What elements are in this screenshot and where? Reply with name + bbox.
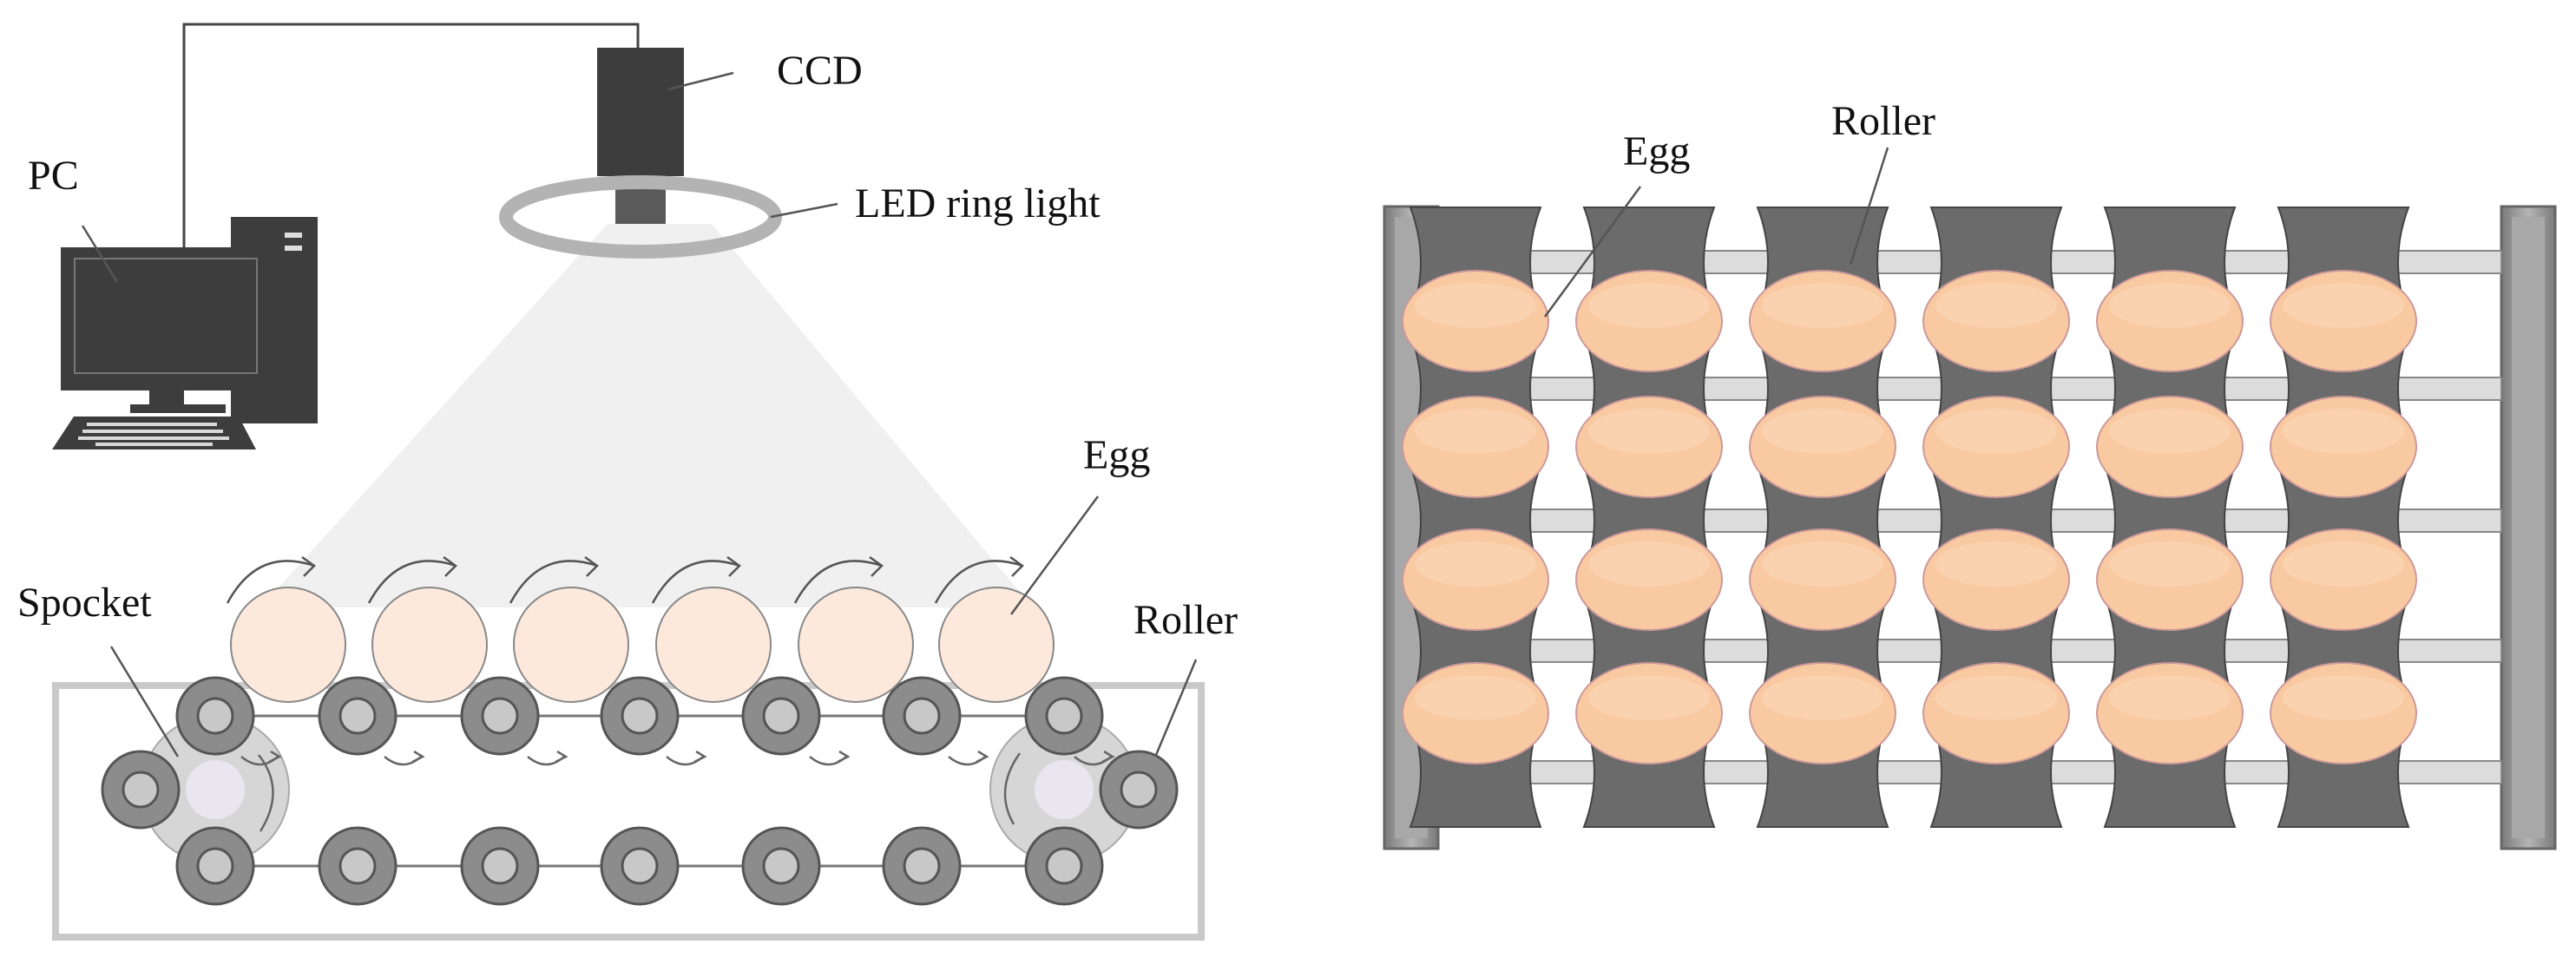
rail-right [2500,205,2557,850]
roller [882,826,962,906]
label-pc: PC [28,153,79,199]
egg-rotation-arrows [226,555,1024,604]
egg [2096,270,2244,372]
camera-cable [182,23,640,334]
egg [1749,528,1896,631]
label-ccd: CCD [777,48,863,94]
egg [2270,270,2417,372]
egg-rotation-arrow-head [301,555,316,577]
egg-rotation-arrow [509,560,598,604]
rotation-arrow-head [693,750,707,764]
egg [1749,396,1896,498]
egg [655,587,772,703]
egg [1402,270,1549,372]
leader-egg-right [1543,186,1642,318]
roller [1099,750,1179,830]
egg-rotation-arrow [934,560,1023,604]
egg [1575,396,1723,498]
egg [2096,528,2244,631]
egg [371,587,488,703]
egg-rotation-arrow [367,560,457,604]
roller-egg-grid [1402,207,2502,828]
rotation-arrow-head [555,750,568,764]
egg-rotation-arrow-head [1009,555,1024,577]
egg [1749,662,1896,764]
egg [1922,528,2070,631]
egg [2270,528,2417,631]
roller [600,826,680,906]
roller [741,826,821,906]
light-beam [260,224,1033,607]
roller [460,676,540,756]
egg [1402,396,1549,498]
leader-sprocket [109,646,180,758]
egg-rotation-arrow-head [584,555,599,577]
egg [1922,396,2070,498]
roller [175,676,255,756]
roller [318,676,398,756]
left-rollers [101,676,1179,906]
egg [513,587,629,703]
egg-rotation-arrow [226,560,315,604]
label-led-ring-light: LED ring light [855,180,1101,226]
egg-rotation-arrow [793,560,883,604]
label-egg-right: Egg [1623,128,1690,174]
egg-rotation-arrow-head [869,555,884,577]
egg [1922,270,2070,372]
roller [318,826,398,906]
roller [741,676,821,756]
egg [798,587,914,703]
roller [175,826,255,906]
roller [600,676,680,756]
sprocket-left [141,715,290,864]
label-roller-left: Roller [1134,597,1238,643]
egg [1575,528,1723,631]
egg-rotation-arrow [651,560,740,604]
pc-keyboard [52,417,256,449]
roller [460,826,540,906]
rotation-arrow-head [268,750,282,764]
egg [1402,528,1549,631]
roller [1024,676,1104,756]
leader-led [770,202,838,219]
rotation-arrow-head [411,750,425,764]
sprocket-arrow [1003,752,1022,825]
label-roller-right: Roller [1831,98,1935,144]
egg-rotation-arrow-head [443,555,457,577]
left-diagram: PC CCD LED ring light Egg Spocket Roller [17,23,1238,941]
egg [2096,396,2244,498]
egg [1575,662,1723,764]
rotation-arrow-head [976,750,989,764]
label-egg-left: Egg [1083,432,1150,478]
egg [938,587,1055,703]
egg [1402,662,1549,764]
roller [882,676,962,756]
roller [1024,826,1104,906]
egg [1575,270,1723,372]
egg-rotation-arrow-head [726,555,741,577]
egg [2270,662,2417,764]
rotation-arrow-head [837,750,851,764]
left-eggs [230,587,1055,703]
egg [1922,662,2070,764]
right-diagram: Egg Roller [1383,98,2557,850]
roller-rotation-arrows [240,750,1115,832]
leader-roller-right [1849,147,1889,266]
sprocket-right [989,715,1139,864]
leader-roller-left [1154,659,1198,756]
leader-pc [81,225,119,283]
egg [2270,396,2417,498]
egg [230,587,346,703]
rotation-arrow-head [1101,750,1115,764]
egg [1749,270,1896,372]
roller [101,750,181,830]
label-sprocket: Spocket [17,580,152,626]
pc-monitor [61,247,273,413]
sprocket-arrow [258,754,274,832]
leader-egg-left [1009,495,1100,615]
egg [2096,662,2244,764]
leader-ccd [667,71,734,91]
